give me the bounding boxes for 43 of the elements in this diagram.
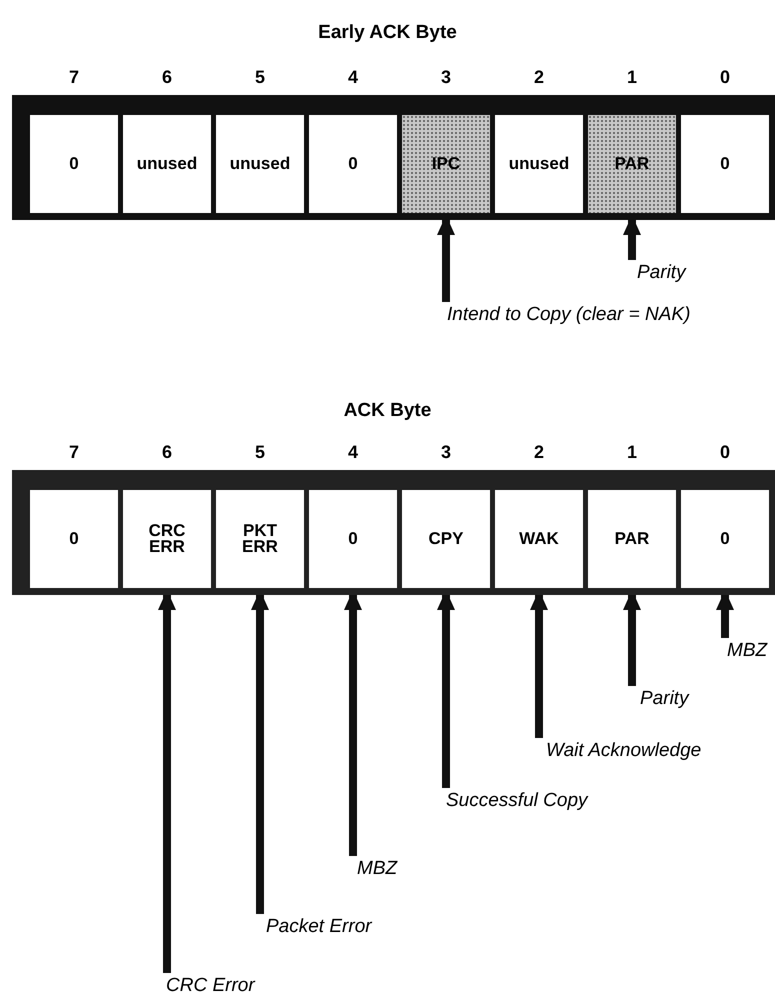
bit-number: 1 [626, 442, 638, 463]
bit-number: 4 [346, 67, 359, 88]
bit-number: 0 [718, 67, 731, 88]
bit-field: unused [495, 115, 583, 213]
bit-number: 2 [532, 442, 545, 463]
bit-field: 0 [30, 115, 118, 213]
bit-field: PAR [588, 115, 676, 213]
field-description: Successful Copy [446, 790, 588, 811]
bit-number: 1 [626, 67, 638, 88]
register-title: ACK Byte [342, 400, 432, 422]
bit-field: 0 [309, 490, 397, 588]
bit-number: 7 [68, 67, 80, 88]
bit-number: 6 [160, 67, 173, 88]
field-description: Parity [637, 262, 686, 283]
bit-field: 0 [309, 115, 397, 213]
field-description: CRC Error [166, 975, 255, 992]
bit-field: unused [123, 115, 211, 213]
field-description: Parity [640, 688, 689, 709]
bit-field: CRC ERR [123, 490, 211, 588]
bit-number: 5 [254, 67, 266, 88]
bit-field: 0 [681, 490, 769, 588]
bit-field: IPC [402, 115, 490, 213]
bit-field: WAK [495, 490, 583, 588]
bit-field: PAR [588, 490, 676, 588]
bit-number: 3 [440, 67, 452, 88]
bit-field: CPY [402, 490, 490, 588]
bit-number: 6 [160, 442, 173, 463]
bit-field: unused [216, 115, 304, 213]
field-description: Intend to Copy (clear = NAK) [447, 304, 690, 325]
bit-number: 3 [440, 442, 452, 463]
bit-field: PKT ERR [216, 490, 304, 588]
field-description: Packet Error [266, 916, 372, 937]
bit-number: 7 [68, 442, 80, 463]
field-description: MBZ [357, 858, 398, 879]
bit-number: 5 [254, 442, 266, 463]
bit-number: 0 [718, 442, 731, 463]
bit-number: 2 [532, 67, 545, 88]
field-description: Wait Acknowledge [546, 740, 702, 761]
field-description: MBZ [727, 640, 768, 661]
bit-field: 0 [30, 490, 118, 588]
bit-field: 0 [681, 115, 769, 213]
register-title: Early ACK Byte [317, 22, 458, 44]
bit-number: 4 [346, 442, 359, 463]
